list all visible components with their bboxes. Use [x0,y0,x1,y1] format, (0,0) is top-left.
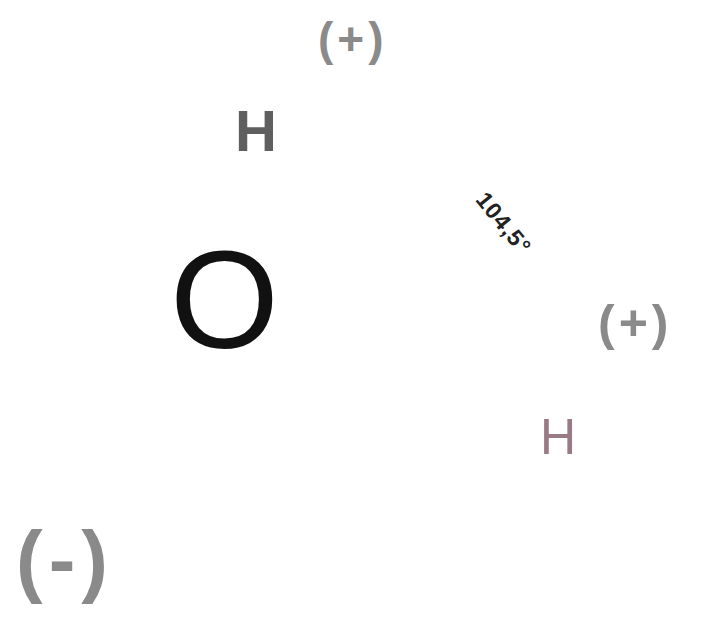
charge-sign: (-) [16,520,114,600]
atom-symbol: O [170,230,279,370]
hydrogen-atom: H [230,70,395,235]
axis-line [340,355,632,379]
atom-symbol: H [235,102,277,160]
sphere-glow [231,71,394,234]
atom-symbol: H [540,412,576,462]
sphere-body [234,74,391,231]
angle-value: 104,5° [471,187,535,258]
axis-lines [90,2,632,610]
oxygen-atom: O [148,192,510,554]
axis-line [252,355,340,610]
sphere-body [152,196,506,550]
charge-sign: (+) [318,16,388,62]
charge-sign: (+) [598,298,673,348]
sphere-glow [149,193,509,553]
